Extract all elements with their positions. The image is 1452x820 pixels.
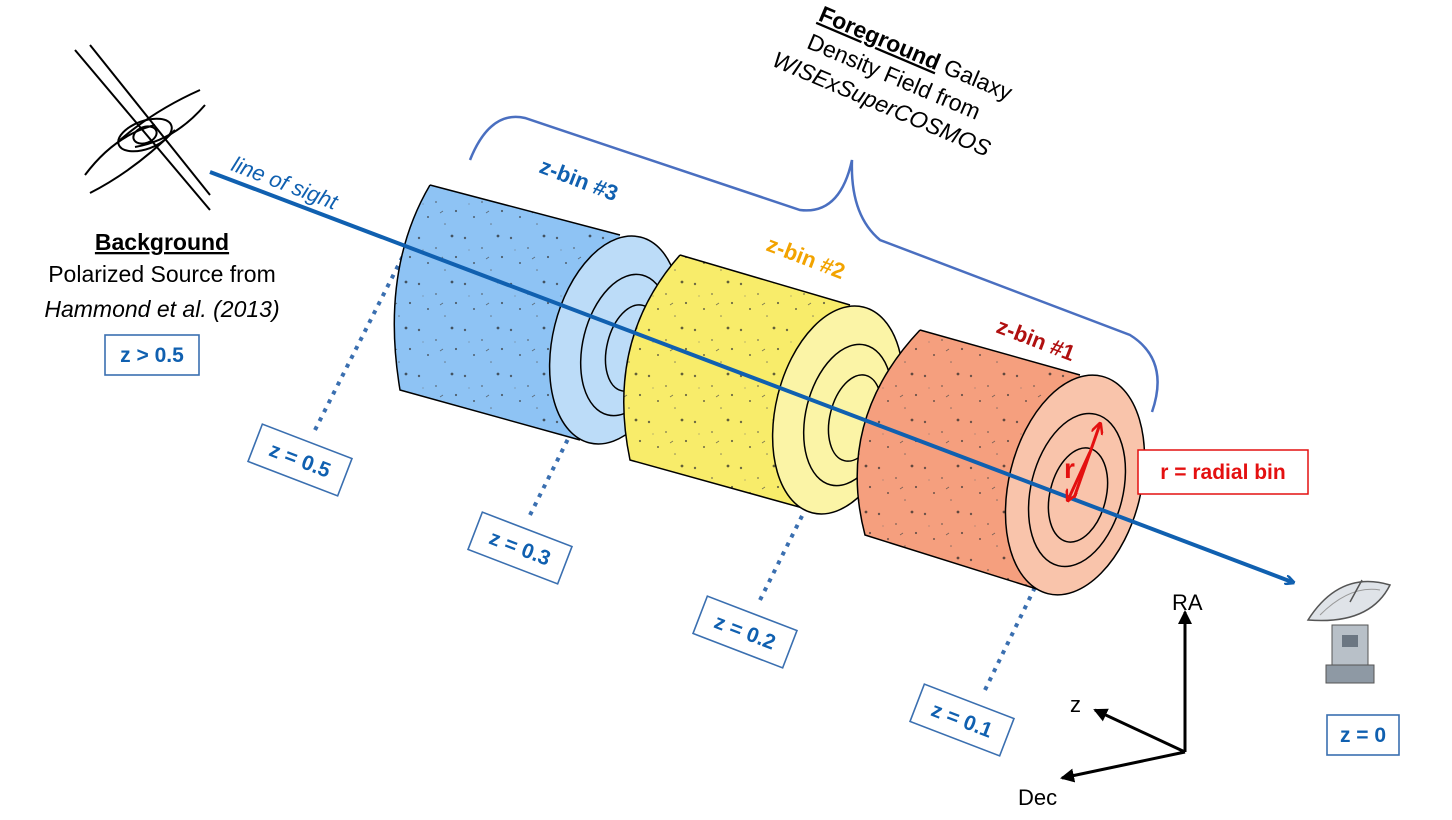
- axis-dec-label: Dec: [1018, 785, 1057, 810]
- radial-bin-legend: r = radial bin: [1137, 449, 1309, 495]
- zbox-0.3: z = 0.3: [466, 511, 574, 585]
- zbox-observer: z = 0: [1326, 714, 1400, 756]
- svg-text:Polarized Source from: Polarized Source from: [48, 261, 276, 287]
- zbox-source: z > 0.5: [104, 334, 200, 376]
- zbin-2-label: z-bin #2: [763, 231, 848, 284]
- svg-text:Background: Background: [95, 229, 229, 255]
- quasar-icon: [74, 44, 211, 211]
- zbox-0.5: z = 0.5: [246, 423, 354, 497]
- cylinder-zbin-1: [856, 329, 1146, 596]
- radial-bin-arrow-tail: [1068, 451, 1092, 500]
- cylinder-zbin-2: [623, 254, 905, 515]
- svg-text:z = 0: z = 0: [1340, 724, 1386, 747]
- background-label: Background Polarized Source from Hammond…: [44, 229, 279, 322]
- coordinate-axes: [1060, 610, 1192, 783]
- svg-text:r = radial bin: r = radial bin: [1160, 461, 1285, 484]
- zbox-0.2: z = 0.2: [691, 595, 799, 669]
- line-of-sight-arrow: [209, 170, 1292, 582]
- zbox-0.1: z = 0.1: [908, 683, 1016, 757]
- radial-r-label: r: [1064, 453, 1075, 484]
- axis-ra-label: RA: [1172, 590, 1203, 615]
- z05-tick: [313, 249, 408, 431]
- svg-text:z > 0.5: z > 0.5: [120, 344, 184, 367]
- foreground-label: Foreground Galaxy Density Field from WIS…: [769, 1, 1017, 162]
- radio-telescope-icon: [1306, 579, 1392, 684]
- axis-z-label: z: [1070, 692, 1081, 717]
- line-of-sight-label: line of sight: [228, 151, 342, 215]
- zbin-3-label: z-bin #3: [536, 153, 621, 206]
- foreground-bracket: [468, 115, 1159, 413]
- svg-text:Hammond et al. (2013): Hammond et al. (2013): [44, 296, 279, 322]
